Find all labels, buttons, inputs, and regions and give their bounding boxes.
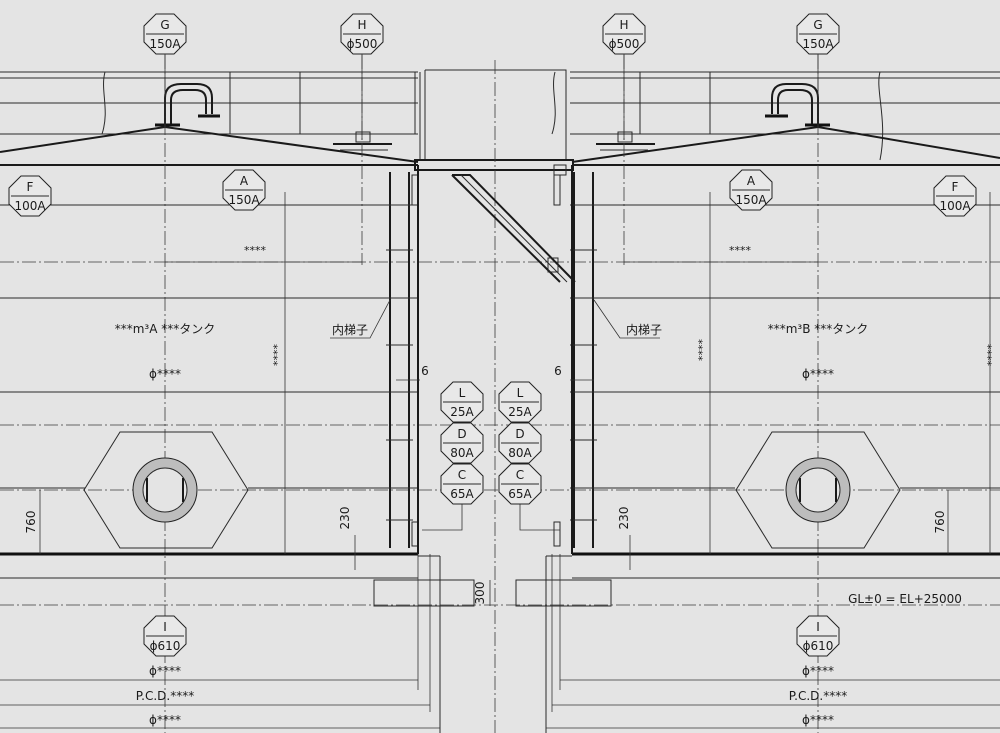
balloon-d-left-letter: D [457, 427, 466, 441]
bottom-phi-right-1: ϕ**** [802, 664, 834, 678]
inner-ladder-label-right: 内梯子 [626, 323, 662, 337]
inner-ladder-left [386, 172, 419, 548]
dim-230-left: 230 [338, 507, 352, 530]
balloon-g-right-size: 150A [802, 37, 834, 51]
balloon-g-left: G 150A [143, 13, 187, 55]
dim-760-left: 760 [24, 511, 38, 534]
balloon-i-right-size: ϕ610 [803, 639, 834, 653]
balloon-c-left: C 65A [440, 463, 484, 505]
balloon-f-left-size: 100A [14, 199, 46, 213]
balloon-f-right: F 100A [933, 175, 977, 217]
balloon-i-right-letter: I [816, 620, 820, 634]
g-nozzle-bend-right [765, 83, 830, 127]
dim-230-right: 230 [617, 507, 631, 530]
balloon-h-right-size: ϕ500 [609, 37, 640, 51]
balloon-f-left: F 100A [8, 175, 52, 217]
balloon-f-right-letter: F [952, 180, 959, 194]
balloon-f-left-letter: F [27, 180, 34, 194]
manhole-left [83, 431, 249, 549]
balloon-f-right-size: 100A [939, 199, 971, 213]
h-manhole-left [333, 131, 392, 151]
balloon-h-left-letter: H [357, 18, 366, 32]
tank-right-diameter: ϕ**** [802, 367, 834, 381]
g-nozzle-bend-left [155, 83, 220, 127]
bottom-phi-left-1: ϕ**** [149, 664, 181, 678]
diagonal-stair [451, 174, 576, 283]
h-manhole-right [596, 131, 655, 151]
top-handrail [0, 69, 1000, 161]
balloon-l-right-size: 25A [508, 405, 532, 419]
dim-6-left: 6 [421, 364, 429, 378]
balloon-i-left-size: ϕ610 [150, 639, 181, 653]
bottom-phi-left-2: ϕ**** [149, 713, 181, 727]
leader-lines [330, 299, 660, 531]
balloon-c-left-letter: C [458, 468, 466, 482]
balloon-g-left-size: 150A [149, 37, 181, 51]
dimension-lines [0, 48, 1000, 729]
balloon-a-left: A 150A [222, 169, 266, 211]
balloon-g-right: G 150A [796, 13, 840, 55]
balloon-l-left-size: 25A [450, 405, 474, 419]
balloon-c-right: C 65A [498, 463, 542, 505]
shell-course-lines [0, 204, 1000, 489]
dim-text-right-upper: **** [729, 244, 752, 257]
tank-left-name: ***m³A ***タンク [115, 322, 216, 336]
dim-text-right-height: **** [696, 339, 709, 362]
balloon-l-left: L 25A [440, 381, 484, 423]
balloon-c-right-letter: C [516, 468, 524, 482]
balloon-h-left-size: ϕ500 [347, 37, 378, 51]
balloon-d-right-size: 80A [508, 446, 532, 460]
manhole-right [735, 431, 901, 549]
balloon-h-left: H ϕ500 [340, 13, 384, 55]
balloon-l-right: L 25A [498, 381, 542, 423]
balloon-d-right: D 80A [498, 422, 542, 464]
balloon-c-left-size: 65A [450, 487, 474, 501]
balloon-i-left-letter: I [163, 620, 167, 634]
dim-6-right: 6 [554, 364, 562, 378]
balloon-a-right-size: 150A [735, 193, 767, 207]
balloon-h-right-letter: H [619, 18, 628, 32]
balloon-h-right: H ϕ500 [602, 13, 646, 55]
balloon-a-right-letter: A [747, 174, 756, 188]
tank-bottoms [0, 165, 1000, 733]
balloon-g-right-letter: G [813, 18, 822, 32]
balloon-d-left-size: 80A [450, 446, 474, 460]
balloon-a-left-size: 150A [228, 193, 260, 207]
balloon-a-right: A 150A [729, 169, 773, 211]
dim-text-far-right-height: **** [985, 344, 998, 367]
balloon-c-right-size: 65A [508, 487, 532, 501]
balloon-a-left-letter: A [240, 174, 249, 188]
balloon-l-left-letter: L [459, 386, 466, 400]
balloon-d-right-letter: D [515, 427, 524, 441]
dim-300: 300 [473, 582, 487, 605]
pcd-left: P.C.D.**** [136, 689, 194, 703]
tank-right-name: ***m³B ***タンク [768, 322, 869, 336]
balloon-i-right: I ϕ610 [796, 615, 840, 657]
balloon-i-left: I ϕ610 [143, 615, 187, 657]
balloon-g-left-letter: G [160, 18, 169, 32]
inner-ladder-right [553, 172, 597, 548]
dim-text-left-height: **** [271, 344, 284, 367]
dim-text-left-upper: **** [244, 244, 267, 257]
balloon-l-right-letter: L [517, 386, 524, 400]
balloon-d-left: D 80A [440, 422, 484, 464]
pcd-right: P.C.D.**** [789, 689, 847, 703]
bottom-phi-right-2: ϕ**** [802, 713, 834, 727]
dim-760-right: 760 [933, 511, 947, 534]
elevation-label: GL±0 = EL+25000 [848, 592, 962, 606]
tank-left-diameter: ϕ**** [149, 367, 181, 381]
inner-ladder-label-left: 内梯子 [332, 323, 368, 337]
